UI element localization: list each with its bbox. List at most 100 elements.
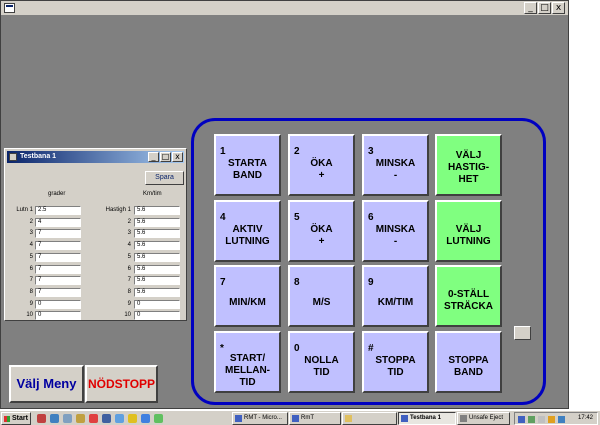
key-label: START/ MELLAN- TID — [225, 353, 270, 388]
key-label: STARTA BAND — [227, 158, 268, 181]
grader-input[interactable]: 4 — [35, 217, 81, 227]
speed-input[interactable]: 5.6 — [134, 217, 180, 227]
taskbar: Start RMT - Micro... RmT Testbana 1 Unsa… — [0, 410, 600, 425]
speaker-icon[interactable] — [548, 416, 555, 423]
speed-input[interactable]: 5.6 — [134, 252, 180, 262]
grader-input[interactable]: 0 — [35, 311, 81, 321]
keypad-key[interactable]: VÄLJ HASTIG- HET — [435, 134, 502, 196]
keypad-key[interactable]: #STOPPA TID — [362, 331, 429, 393]
speed-input[interactable]: 5.6 — [134, 206, 180, 215]
grader-input[interactable]: 7 — [35, 252, 81, 262]
right-row-label: 7 — [127, 277, 131, 284]
testbana-title: Testbana 1 — [20, 153, 57, 160]
window-icon[interactable] — [9, 153, 17, 161]
speed-input[interactable]: 0 — [134, 311, 180, 321]
quicklaunch-icon[interactable] — [89, 414, 98, 423]
tray-icon[interactable] — [558, 416, 565, 423]
save-button[interactable]: Spara — [145, 171, 184, 185]
key-number: 9 — [368, 277, 374, 288]
right-row-label: 8 — [127, 288, 131, 295]
speed-input[interactable]: 5.6 — [134, 287, 180, 297]
emergency-stop-button[interactable]: NÖDSTOPP — [85, 365, 158, 403]
key-number: 0 — [294, 343, 300, 354]
minimize-button[interactable]: _ — [524, 2, 537, 14]
keypad-key[interactable]: *START/ MELLAN- TID — [214, 331, 281, 393]
key-number: 2 — [294, 146, 300, 157]
grader-input[interactable]: 2.5 — [35, 206, 81, 215]
key-number: 6 — [368, 212, 374, 223]
app-icon — [401, 415, 408, 422]
tray-icon[interactable] — [538, 416, 545, 423]
key-label: KM/TIM — [377, 297, 414, 308]
app-icon — [235, 415, 242, 422]
app-icon[interactable] — [4, 3, 15, 13]
quicklaunch-icon[interactable] — [154, 414, 163, 423]
right-row-label: 2 — [127, 218, 131, 225]
quicklaunch-icon[interactable] — [141, 414, 150, 423]
quicklaunch-icon[interactable] — [115, 414, 124, 423]
quicklaunch-icon[interactable] — [76, 414, 85, 423]
task-unsafe-eject[interactable]: Unsafe Eject — [457, 412, 510, 425]
key-label: STOPPA BAND — [448, 355, 489, 378]
key-number: 7 — [220, 277, 226, 288]
quicklaunch-icon[interactable] — [37, 414, 46, 423]
quicklaunch-icon[interactable] — [50, 414, 59, 423]
speed-input[interactable]: 0 — [134, 299, 180, 309]
key-label: MIN/KM — [229, 297, 266, 308]
keypad-key[interactable]: VÄLJ LUTNING — [435, 200, 502, 262]
key-label: NOLLA TID — [304, 355, 339, 378]
menu-button[interactable]: Välj Meny — [9, 365, 84, 403]
start-button[interactable]: Start — [1, 412, 31, 425]
keypad-key[interactable]: 0-STÄLL STRÄCKA — [435, 265, 502, 327]
maximize-button[interactable]: □ — [538, 2, 551, 14]
main-window: _ □ x Testbana 1 _ □ x Spara grader Km/t… — [0, 0, 569, 409]
grader-input[interactable]: 0 — [35, 299, 81, 309]
child-maximize-button[interactable]: □ — [160, 152, 171, 162]
speed-input[interactable]: 5.6 — [134, 241, 180, 251]
grader-input[interactable]: 7 — [35, 241, 81, 251]
key-label: ÖKA + — [310, 224, 333, 247]
grader-input[interactable]: 7 — [35, 264, 81, 274]
right-row-label: Hastigh 1 — [105, 207, 131, 213]
key-number: 5 — [294, 212, 300, 223]
quicklaunch-icon[interactable] — [128, 414, 137, 423]
speed-input[interactable]: 5.6 — [134, 264, 180, 274]
grader-input[interactable]: 7 — [35, 229, 81, 239]
grader-header: grader — [48, 191, 66, 197]
close-button[interactable]: x — [552, 2, 565, 14]
grader-input[interactable]: 7 — [35, 287, 81, 297]
quicklaunch-icon[interactable] — [63, 414, 72, 423]
tray-icon[interactable] — [518, 416, 525, 423]
quicklaunch-icon[interactable] — [102, 414, 111, 423]
grader-input[interactable]: 7 — [35, 276, 81, 286]
child-close-button[interactable]: x — [172, 152, 183, 162]
windows-logo-icon — [4, 416, 10, 422]
speed-input[interactable]: 5.6 — [134, 276, 180, 286]
testbana-title-bar[interactable]: Testbana 1 _ □ x — [7, 151, 184, 163]
tray-icon[interactable] — [528, 416, 535, 423]
task-testbana[interactable]: Testbana 1 — [398, 412, 456, 425]
right-row-label: 10 — [124, 312, 131, 319]
right-row-label: 5 — [127, 253, 131, 260]
title-bar[interactable]: _ □ x — [1, 1, 568, 16]
task-rmt[interactable]: RmT — [289, 412, 341, 425]
task-rmt-micro[interactable]: RMT - Micro... — [232, 412, 288, 425]
start-label: Start — [12, 415, 28, 422]
task-label: Testbana 1 — [410, 415, 441, 421]
speed-input[interactable]: 5.6 — [134, 229, 180, 239]
task-label: Unsafe Eject — [469, 415, 504, 421]
child-minimize-button[interactable]: _ — [148, 152, 159, 162]
keypad-key[interactable]: STOPPA BAND — [435, 331, 502, 393]
small-button[interactable] — [514, 326, 531, 340]
task-folder[interactable] — [342, 412, 397, 425]
